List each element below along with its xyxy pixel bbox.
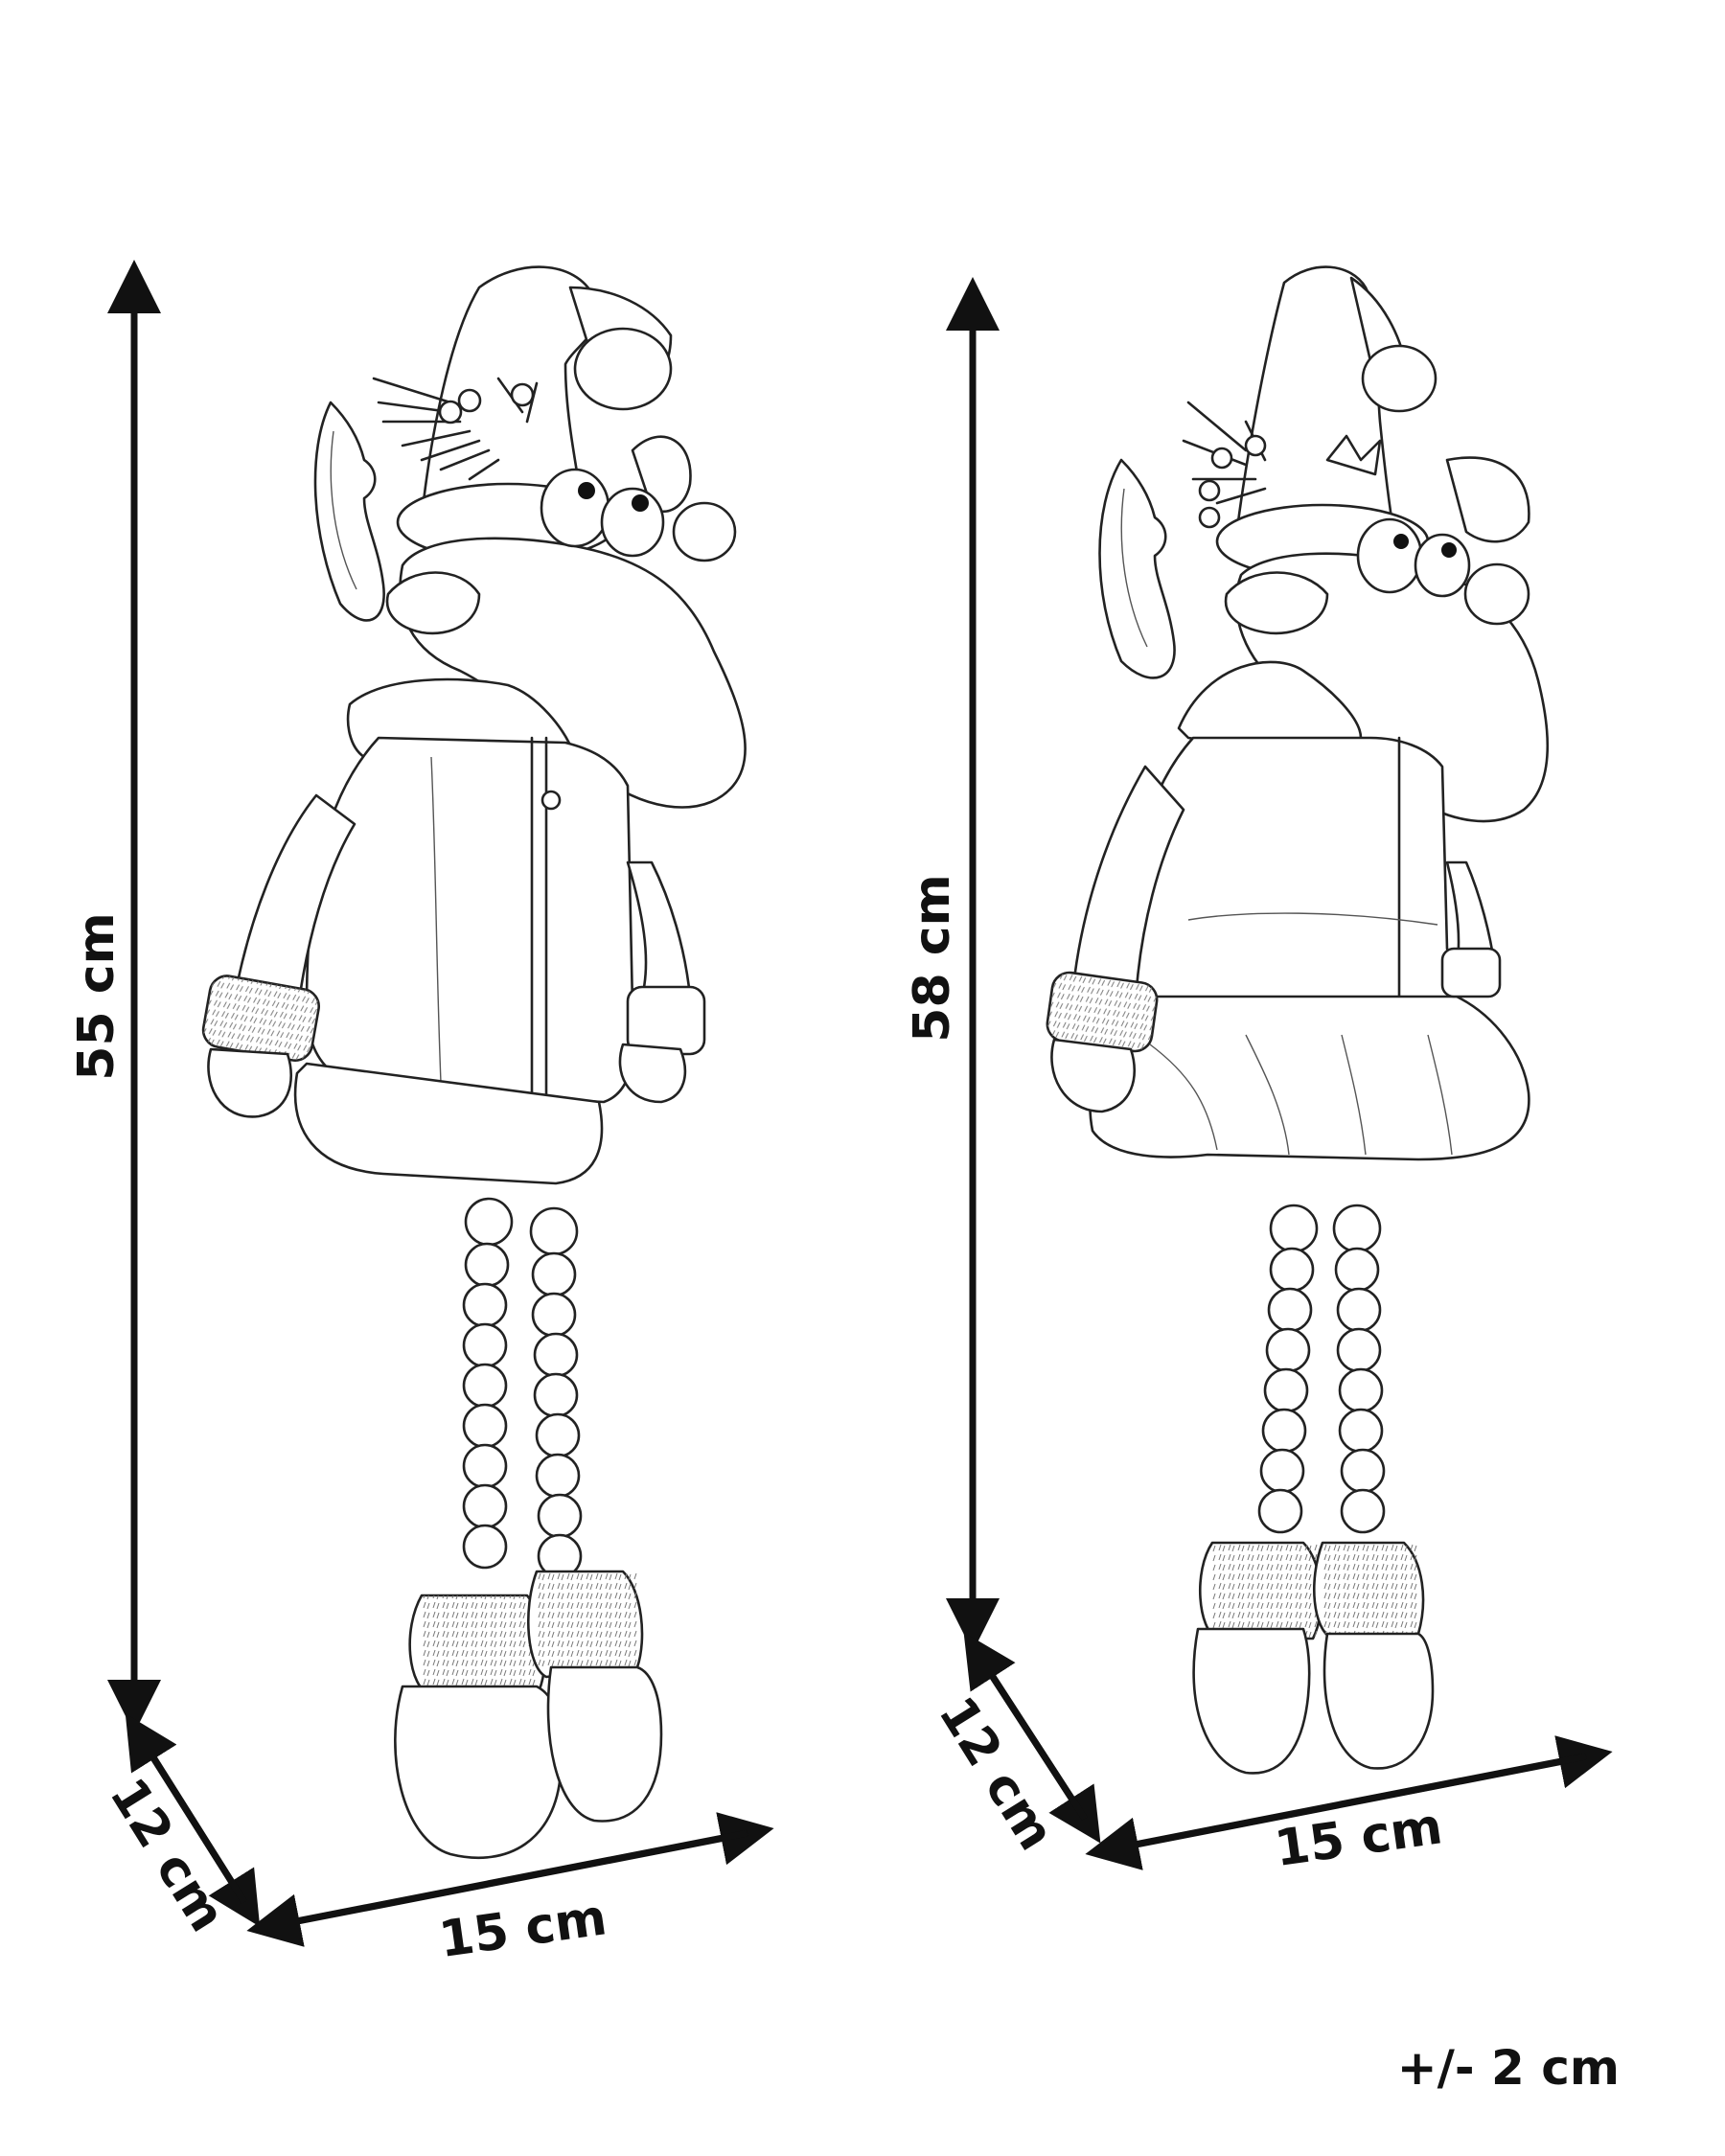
- left-depth-arrow: [125, 1713, 261, 1927]
- tolerance-label: +/- 2 cm: [1397, 2040, 1620, 2096]
- right-bead-leg: [1257, 1204, 1386, 1534]
- left-bead-leg: [462, 1197, 583, 1579]
- right-height-label: 58 cm: [904, 874, 961, 1042]
- reindeer-girl-drawing: [1046, 265, 1550, 1775]
- reindeer-boy-drawing: [201, 265, 747, 1859]
- right-depth-label: 12 cm: [927, 1687, 1065, 1861]
- left-height-label: 55 cm: [68, 912, 126, 1080]
- left-width-arrow: [246, 1812, 774, 1947]
- right-width-arrow: [1085, 1735, 1613, 1870]
- left-width-label: 15 cm: [436, 1889, 610, 1969]
- right-depth-arrow: [963, 1632, 1101, 1844]
